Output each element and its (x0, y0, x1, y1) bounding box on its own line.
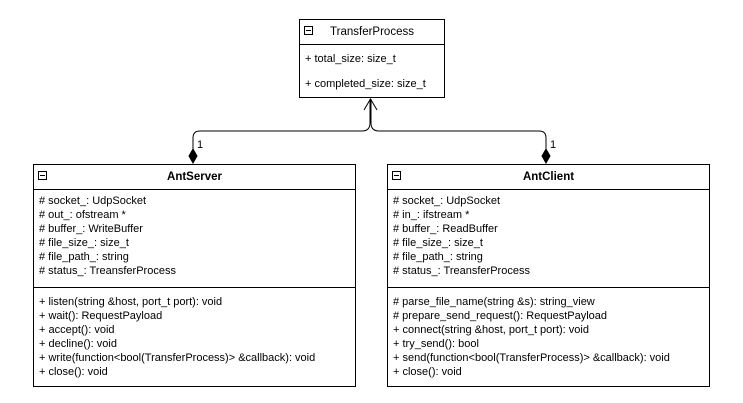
attribute-row: # in_: ifstream * (393, 209, 470, 221)
multiplicity-label-antclient: 1 (550, 139, 557, 151)
operation-row: + listen(string &host, port_t port): voi… (39, 296, 223, 308)
attribute-row: # buffer_: WriteBuffer (39, 223, 143, 235)
class-name: TransferProcess (330, 26, 414, 38)
class-name: AntClient (522, 171, 575, 183)
operation-row: + send(function<bool(TransferProcess)> &… (393, 352, 670, 364)
attribute-row: # out_: ofstream * (39, 209, 126, 221)
attribute-compartment: # socket_: UdpSocket # out_: ofstream * … (34, 190, 355, 287)
class-header[interactable]: AntClient (388, 165, 709, 190)
operation-row: + wait(): RequestPayload (39, 310, 163, 322)
class-box-antclient[interactable]: AntClient # socket_: UdpSocket # in_: if… (387, 164, 710, 387)
collapse-minus-icon[interactable] (38, 171, 47, 180)
operation-row: # prepare_send_request(): RequestPayload (393, 310, 608, 322)
attribute-row: # file_path_: string (393, 251, 483, 263)
attribute-row: # file_size_: size_t (393, 237, 483, 249)
class-header[interactable]: TransferProcess (300, 20, 444, 45)
attribute-row: # file_path_: string (39, 251, 129, 263)
composition-diamond-icon (541, 147, 551, 165)
operation-row: + try_send(): bool (393, 338, 479, 350)
attribute-compartment: + total_size: size_t + completed_size: s… (300, 45, 444, 94)
attribute-row: # file_size_: size_t (39, 237, 129, 249)
collapse-minus-icon[interactable] (304, 26, 313, 35)
class-header[interactable]: AntServer (34, 165, 355, 190)
open-arrowhead-icon (363, 98, 378, 111)
operation-row: + connect(string &host, port_t port): vo… (393, 324, 589, 336)
class-box-transferprocess[interactable]: TransferProcess + total_size: size_t + c… (299, 19, 445, 98)
operation-row: # parse_file_name(string &s): string_vie… (393, 296, 595, 308)
class-box-antserver[interactable]: AntServer # socket_: UdpSocket # out_: o… (33, 164, 356, 387)
operation-row: + write(function<bool(TransferProcess)> … (39, 352, 316, 364)
operation-row: + close(): void (393, 366, 462, 378)
class-name: AntServer (167, 171, 222, 183)
multiplicity-label-antserver: 1 (197, 139, 204, 151)
composition-diamond-icon (188, 147, 198, 165)
attribute-row: # status_: TreansferProcess (393, 265, 530, 277)
attribute-row: # buffer_: ReadBuffer (393, 223, 498, 235)
attribute-row: + total_size: size_t (305, 53, 396, 65)
operation-row: + accept(): void (39, 324, 115, 336)
attribute-row: + completed_size: size_t (305, 78, 426, 90)
composition-edge-antclient-transferprocess[interactable] (370, 99, 547, 150)
operation-compartment: + listen(string &host, port_t port): voi… (34, 287, 355, 382)
collapse-minus-icon[interactable] (392, 171, 401, 180)
operation-compartment: # parse_file_name(string &s): string_vie… (388, 287, 709, 382)
operation-row: + close(): void (39, 366, 108, 378)
attribute-compartment: # socket_: UdpSocket # in_: ifstream * #… (388, 190, 709, 287)
attribute-row: # status_: TreansferProcess (39, 265, 176, 277)
operation-row: + decline(): void (39, 338, 117, 350)
composition-edge-antserver-transferprocess[interactable] (192, 99, 371, 150)
attribute-row: # socket_: UdpSocket (393, 195, 501, 207)
attribute-row: # socket_: UdpSocket (39, 195, 147, 207)
